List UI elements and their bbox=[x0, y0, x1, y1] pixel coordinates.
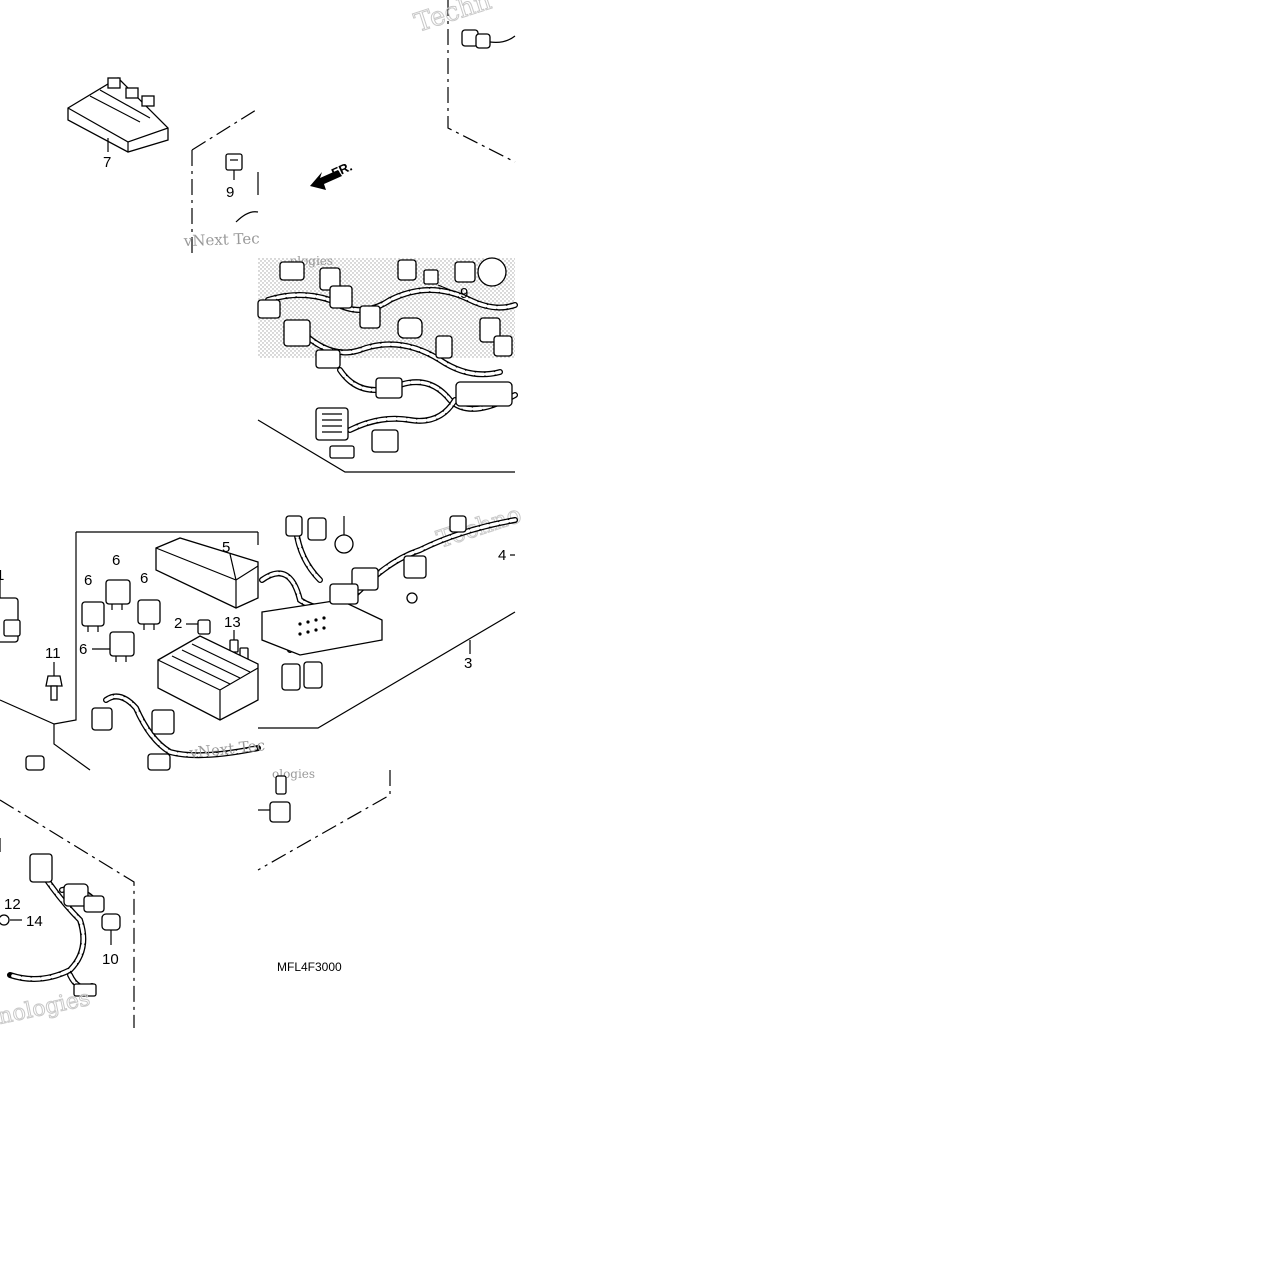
callout-9-mid: 9 bbox=[460, 285, 468, 302]
part-5: 5 bbox=[155, 537, 259, 609]
diagram-code: MFL4F3000 bbox=[277, 960, 342, 974]
clip-9-upper bbox=[225, 153, 243, 180]
callout-12: 12 bbox=[4, 896, 21, 913]
part-3: 3 Techno 4 bbox=[258, 500, 525, 729]
callout-13: 13 bbox=[224, 614, 241, 631]
callout-14: 14 bbox=[26, 913, 43, 930]
relay-6-d bbox=[109, 631, 135, 662]
callout-10: 10 bbox=[102, 951, 119, 968]
left-upper-panel: 9 vNext Tec bbox=[183, 109, 260, 255]
callout-9-upper: 9 bbox=[226, 184, 234, 201]
callout-2: 2 bbox=[174, 615, 182, 632]
top-panel: Techn bbox=[410, 0, 516, 163]
relay-6-a bbox=[81, 601, 105, 632]
watermark-bottom-left: nologies bbox=[0, 986, 92, 1030]
callout-4: 4 bbox=[498, 547, 506, 564]
relay-6-c bbox=[137, 599, 161, 630]
part-10: 10 bbox=[101, 913, 121, 968]
clip-bottom bbox=[258, 775, 291, 823]
watermark-left-panel: vNext Tec bbox=[183, 229, 260, 250]
callout-5: 5 bbox=[222, 539, 230, 556]
callout-6-d: 6 bbox=[79, 641, 87, 658]
callout-3: 3 bbox=[464, 655, 472, 672]
front-marker: FR. bbox=[329, 159, 354, 181]
front-arrow: FR. bbox=[310, 159, 354, 190]
main-harness: ologies 9 bbox=[257, 254, 518, 473]
watermark-mid-bottom: vNext Tec bbox=[188, 736, 266, 762]
watermark-top: Techn bbox=[411, 0, 495, 39]
callout-7: 7 bbox=[103, 154, 111, 171]
part-12-14: 12 14 bbox=[0, 896, 43, 930]
callout-6-b: 6 bbox=[112, 552, 120, 569]
connector-top bbox=[461, 29, 516, 49]
bottom-center-panel: ologies bbox=[257, 767, 391, 871]
callout-1: 1 bbox=[0, 567, 4, 584]
callout-11: 11 bbox=[45, 645, 61, 662]
relay-6-b bbox=[105, 579, 131, 610]
callout-6-c: 6 bbox=[140, 570, 148, 587]
relay-panel: 6 6 6 6 5 2 13 bbox=[25, 531, 266, 771]
part-2: 2 bbox=[174, 615, 211, 635]
harness-pins bbox=[298, 616, 326, 636]
part-7: 7 bbox=[67, 77, 169, 171]
callout-6-a: 6 bbox=[84, 572, 92, 589]
part-11: 11 bbox=[45, 645, 63, 701]
bottom-left-panel: 10 12 14 nologies bbox=[0, 799, 135, 1030]
fuse-box bbox=[157, 635, 259, 721]
part-1: 1 bbox=[0, 567, 91, 771]
